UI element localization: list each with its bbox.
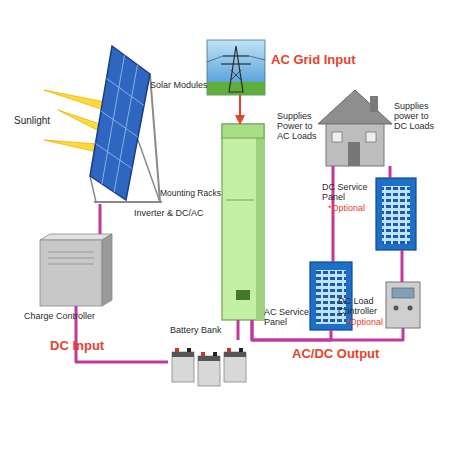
house-window xyxy=(366,132,376,142)
house-window xyxy=(332,132,342,142)
battery-terminal xyxy=(175,348,179,352)
battery-terminal xyxy=(187,348,191,352)
component-label: *Optional xyxy=(346,317,383,327)
pylon-lattice xyxy=(231,70,241,80)
battery-symbol xyxy=(172,352,194,382)
component-label: Solar Modules xyxy=(150,80,208,90)
battery-terminal xyxy=(227,348,231,352)
load-controller-box xyxy=(386,282,420,328)
annotation-label: Sunlight xyxy=(14,116,50,126)
panel-grid-line xyxy=(102,55,125,184)
component-label: Charge Controller xyxy=(24,311,95,321)
rack-base xyxy=(94,201,162,203)
pylon-arm xyxy=(223,55,249,56)
sun-ray xyxy=(44,140,98,152)
sun-ray xyxy=(58,110,100,131)
wire-connector xyxy=(401,250,404,282)
wire-connector xyxy=(389,166,392,178)
pylon-arm xyxy=(221,63,251,64)
component-label: DC Service Panel xyxy=(322,182,374,202)
component-label: Battery Bank xyxy=(170,325,222,335)
component-label: Supplies Power to AC Loads xyxy=(277,111,319,141)
component-node: Inverter & DC/AC xyxy=(222,124,264,320)
wire-connector xyxy=(239,95,241,124)
rack-leg xyxy=(150,74,160,202)
load-controller-display xyxy=(392,288,414,298)
power-line xyxy=(249,56,265,60)
cabinet-vent xyxy=(48,252,94,253)
battery-terminal xyxy=(213,352,217,356)
cabinet-side xyxy=(102,234,112,306)
component-node: DC Service Panel*Optional xyxy=(376,178,416,250)
battery-symbol xyxy=(198,356,220,386)
inverter-side xyxy=(256,124,264,320)
panel-grid-line xyxy=(96,144,133,169)
power-line xyxy=(207,56,223,62)
house-chimney xyxy=(370,96,378,112)
component-node: Supplies Power to AC LoadsSupplies power… xyxy=(316,88,394,166)
control-knob xyxy=(394,306,399,311)
component-label: Supplies power to DC Loads xyxy=(394,101,440,131)
sun-ray xyxy=(44,90,105,110)
component-node: AC Grid Input xyxy=(207,40,265,95)
inverter-top xyxy=(222,124,264,138)
annotation-label: AC/DC Output xyxy=(292,346,379,361)
dc-panel-box xyxy=(376,178,416,250)
inverter-cabinet xyxy=(222,124,264,320)
cabinet-vent xyxy=(48,258,94,259)
inverter-seam xyxy=(226,200,254,201)
house-roof xyxy=(318,90,392,124)
dc-panel-face xyxy=(382,186,410,244)
pylon-lattice xyxy=(231,70,241,80)
battery-top xyxy=(172,352,194,357)
house-wall xyxy=(326,124,384,166)
component-label: *Optional xyxy=(328,203,365,213)
inverter-switch xyxy=(236,290,250,300)
pylon-symbol xyxy=(229,46,243,92)
component-label: AC Grid Input xyxy=(271,52,356,67)
panel-grid-line xyxy=(114,65,137,192)
solar-panel-symbol xyxy=(90,46,150,200)
rack-strut xyxy=(138,140,160,202)
battery-top xyxy=(198,356,220,361)
wire-connector xyxy=(99,204,102,234)
component-node: Solar Modules xyxy=(86,44,166,204)
component-node: Battery Bank xyxy=(168,340,246,386)
control-knob xyxy=(408,306,413,311)
wire-connector xyxy=(252,320,331,340)
battery-terminal xyxy=(201,352,205,356)
component-node: DC Load Controller*Optional xyxy=(386,282,420,328)
annotation-label: Mounting Racks xyxy=(160,188,221,198)
component-label: AC Service Panel xyxy=(264,307,311,327)
cabinet-top xyxy=(40,234,112,240)
panel-grid-line xyxy=(107,79,145,106)
battery-terminal xyxy=(239,348,243,352)
cabinet-vent xyxy=(48,264,94,265)
wire-connector xyxy=(332,166,335,262)
charge-controller-cabinet xyxy=(40,240,102,306)
grid-ground xyxy=(207,82,265,95)
component-node: Charge Controller xyxy=(40,234,112,306)
component-label: Inverter & DC/AC xyxy=(134,208,204,218)
panel-grid-line xyxy=(101,111,138,137)
annotation-label: DC Input xyxy=(50,338,104,353)
wire-connector xyxy=(237,320,240,340)
grid-picture xyxy=(207,40,265,95)
battery-symbol xyxy=(224,352,246,382)
component-label: DC Load Controller xyxy=(338,296,384,316)
house-door xyxy=(348,142,360,166)
breaker-rows xyxy=(382,186,410,244)
battery-top xyxy=(224,352,246,357)
